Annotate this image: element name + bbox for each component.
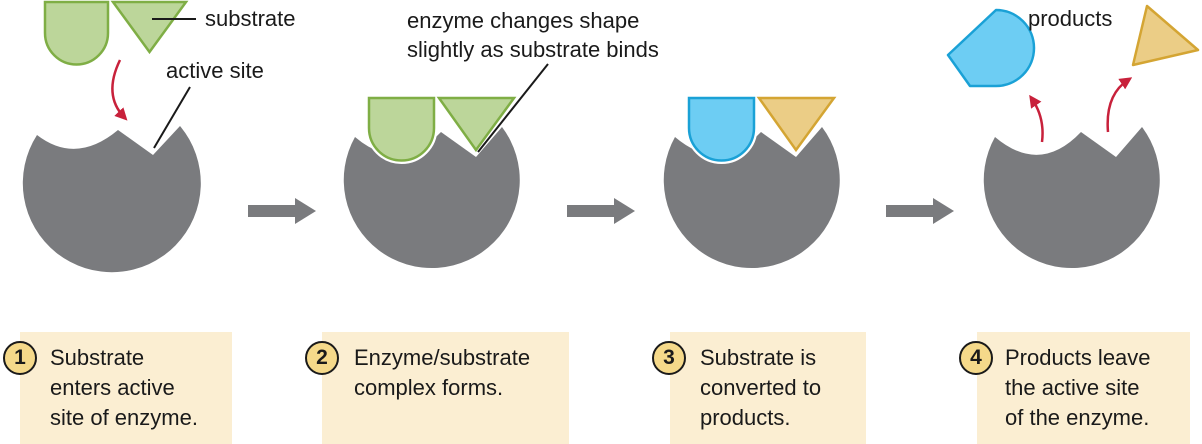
shape-change-label-line2: slightly as substrate binds [407,37,659,62]
enzyme-shape-4 [983,127,1160,269]
flow-arrow-2 [567,198,635,224]
enzyme-shape-1 [22,126,201,273]
substrate-entry-arrow [111,59,128,121]
product-yellow-released [1131,4,1200,67]
active-site-pointer-line [153,86,191,149]
substrate-label: substrate [205,6,296,31]
products-label: products [1028,6,1113,31]
product-blue-released [946,8,1036,88]
shape-change-label-line1: enzyme changes shape [407,8,640,33]
step-description-3: Substrate is converted to products. [700,345,822,430]
enzyme-shape-2 [343,127,520,269]
step-number-3: 3 [652,341,686,375]
step-box-4 [977,332,1190,444]
step-description-4: Products leave the active site of the en… [1005,345,1151,430]
product-half-round-3-outline [687,96,756,162]
substrate-half-round-1 [43,0,110,66]
shape-change-pointer-line [477,63,549,153]
substrate-triangle-1 [110,0,189,55]
flow-arrow-1 [248,198,316,224]
substrate-half-round-2-outline [367,96,436,162]
step-box-3 [670,332,866,444]
step-box-1 [20,332,232,444]
step-description-1: Substrate enters active site of enzyme. [50,345,198,430]
step-box-2 [322,332,569,444]
enzyme-shape-3 [663,127,840,269]
product-triangle-3-outline [756,96,837,153]
step-number-1: 1 [3,341,37,375]
active-site-label: active site [166,58,264,83]
product-release-arrow-right [1106,77,1133,133]
step-description-2: Enzyme/substrate complex forms. [354,345,531,400]
product-release-arrow-left [1029,94,1044,143]
substrate-triangle-2-outline [436,96,517,153]
step-number-2: 2 [305,341,339,375]
step-number-4: 4 [959,341,993,375]
flow-arrow-3 [886,198,954,224]
